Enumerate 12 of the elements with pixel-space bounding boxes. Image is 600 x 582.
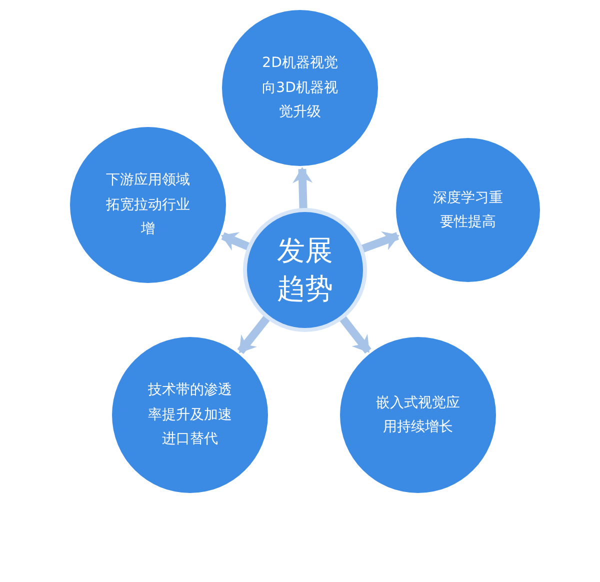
arrow (339, 316, 372, 354)
circle-label: 嵌入式视觉应用持续增长 (375, 394, 461, 437)
circle-label: 发展趋势 (276, 233, 334, 307)
circle-label: 下游应用领域拓宽拉动行业增 (105, 171, 191, 240)
arrow (360, 231, 400, 253)
circle-label: 2D机器视觉向3D机器视觉升级 (261, 54, 339, 122)
arrow (221, 232, 250, 251)
circle-label: 深度学习重要性提高 (432, 188, 504, 232)
center-circle (247, 212, 363, 328)
arrow (292, 166, 313, 210)
circle-label: 技术带的渗透率提升及加速进口替代 (147, 381, 233, 450)
arrow (237, 315, 270, 354)
